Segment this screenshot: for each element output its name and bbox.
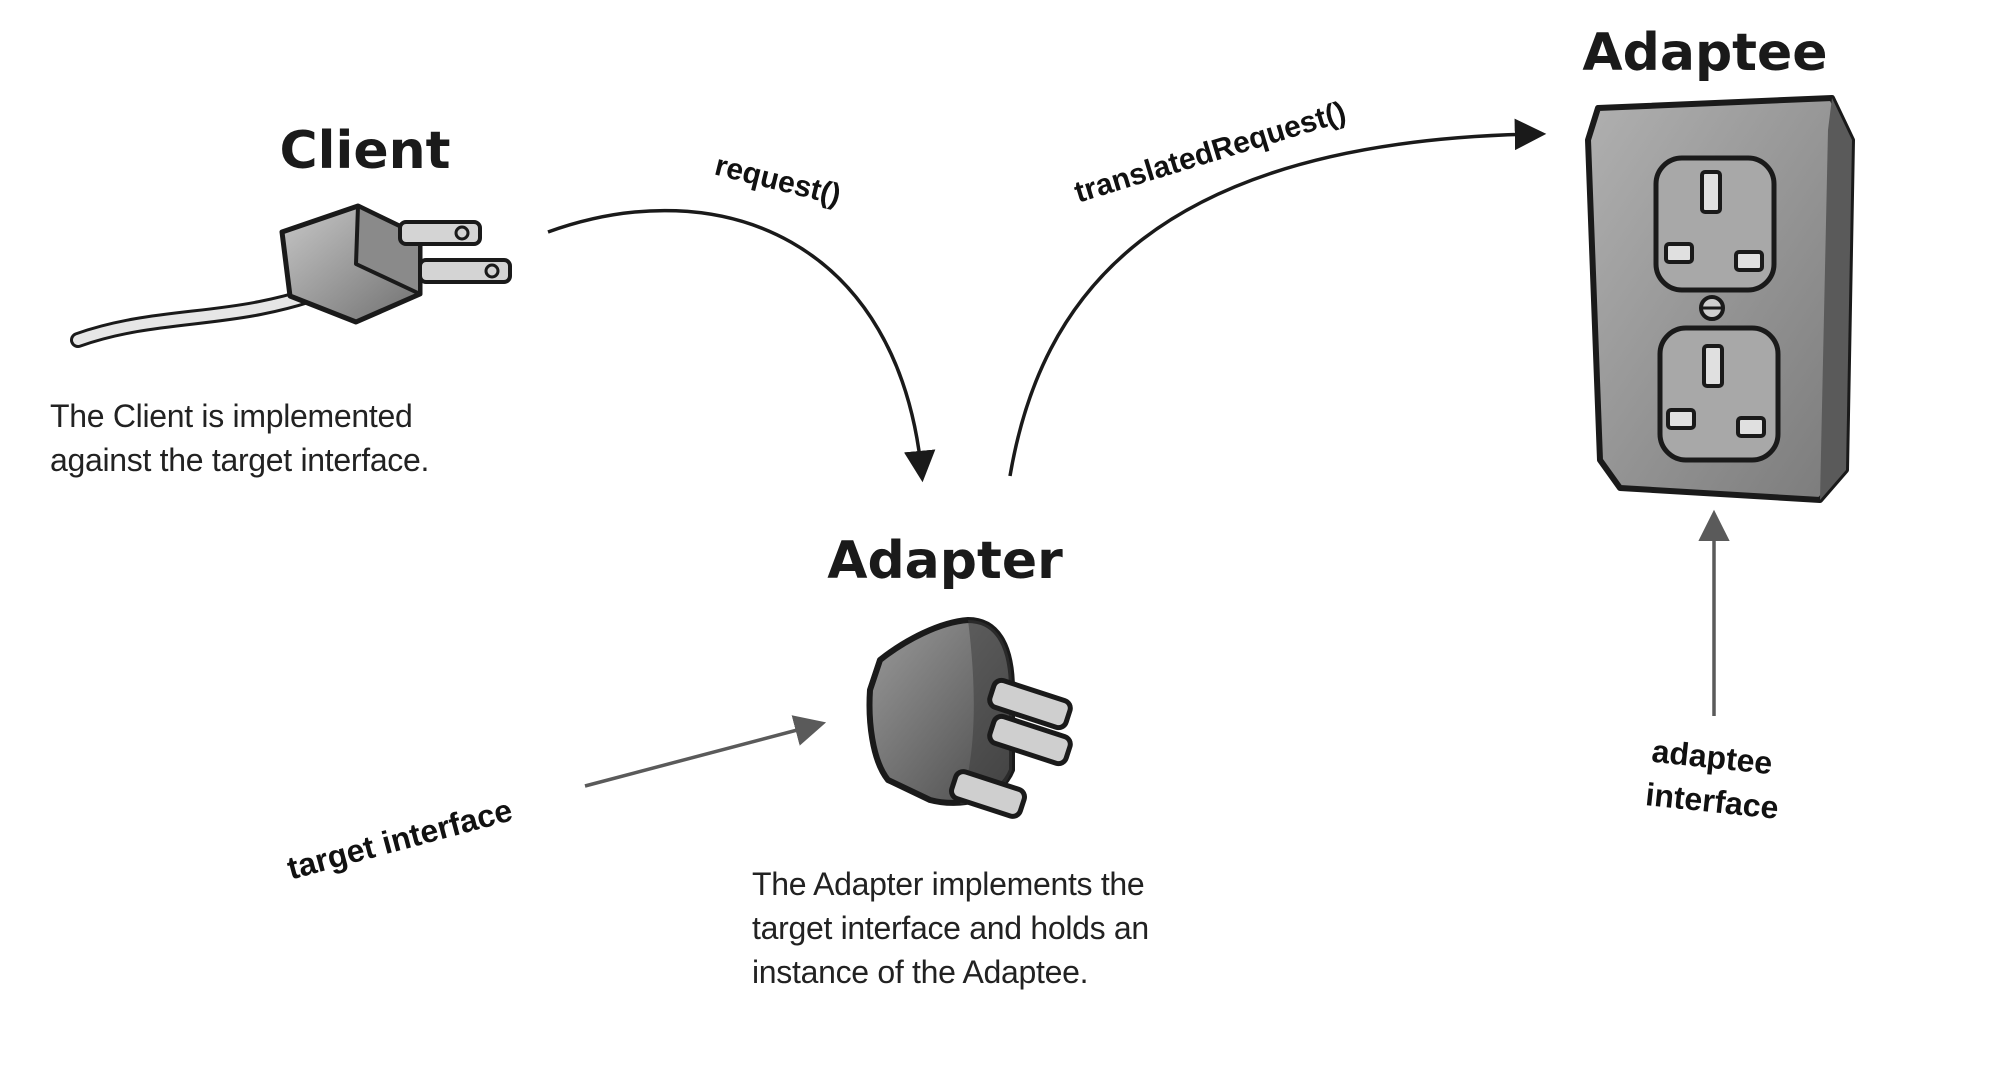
adapter-caption-line: instance of the Adaptee. — [752, 954, 1089, 990]
client-title: Client — [280, 121, 451, 181]
adapter-plug-icon — [866, 617, 1073, 819]
client-caption: The Client is implemented against the ta… — [50, 394, 429, 482]
adapter-caption-line: target interface and holds an — [752, 910, 1149, 946]
target-interface-label: target interface — [283, 792, 516, 887]
adapter-title: Adapter — [827, 531, 1063, 591]
adaptee-interface-label-line2: interface — [1644, 776, 1780, 826]
translated-request-label: translatedRequest() — [1071, 96, 1350, 210]
translated-request-arrow — [1008, 118, 1547, 477]
client-plug-icon — [70, 203, 512, 348]
adaptee-outlet-icon — [1585, 95, 1855, 503]
adaptee-interface-label-line1: adaptee — [1650, 733, 1774, 781]
client-caption-line: against the target interface. — [50, 442, 430, 478]
request-arrow — [547, 208, 936, 483]
target-interface-arrow — [584, 715, 827, 788]
client-caption-line: The Client is implemented — [50, 398, 413, 434]
adaptee-title: Adaptee — [1582, 23, 1827, 83]
adapter-caption-line: The Adapter implements the — [752, 866, 1145, 902]
request-label: request() — [712, 149, 845, 212]
adapter-caption: The Adapter implements the target interf… — [752, 862, 1149, 994]
